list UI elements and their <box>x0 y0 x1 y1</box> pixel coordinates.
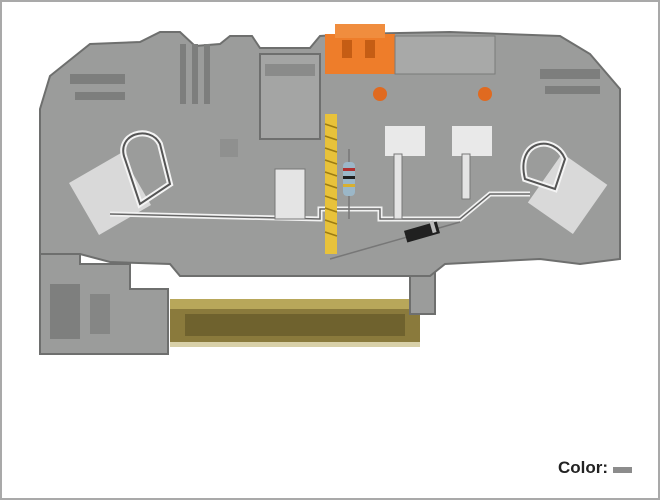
orange-lever <box>325 24 496 101</box>
terminal-block-image <box>39 24 621 355</box>
color-label: Color: <box>557 458 608 477</box>
top-ridges <box>70 44 600 104</box>
color-row: Color: <box>558 458 632 478</box>
right-clamp <box>520 140 608 235</box>
resistor <box>343 149 355 219</box>
din-rail <box>170 299 420 347</box>
yellow-coil <box>324 114 338 254</box>
diode <box>329 220 461 260</box>
color-swatch <box>613 467 632 473</box>
